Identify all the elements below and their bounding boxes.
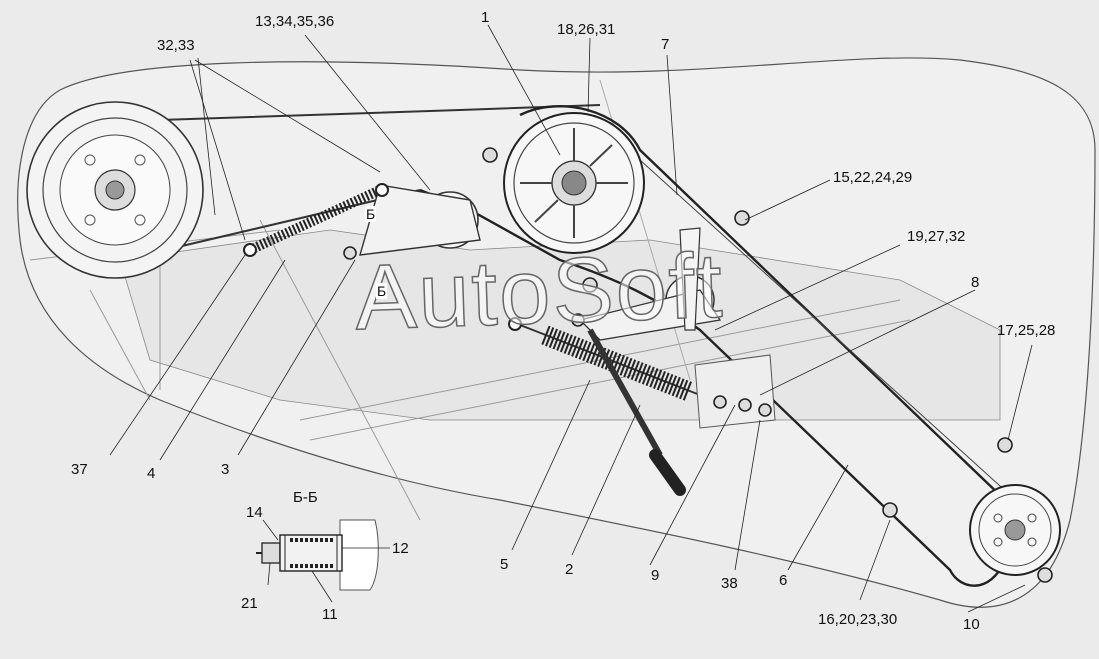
bolt-16 (882, 502, 898, 518)
label-9: 9 (651, 567, 660, 584)
label-15-22-24-29: 15,22,24,29 (833, 169, 913, 186)
label-5: 5 (500, 556, 509, 573)
bolt-15 (734, 210, 750, 226)
section-marker-bottom: Б (376, 283, 388, 299)
bolt-2 (571, 313, 585, 327)
section-view (256, 519, 390, 603)
label-38: 38 (721, 575, 738, 592)
bolt-3 (343, 246, 357, 260)
bracket-38 (694, 354, 776, 429)
belt-main (639, 159, 1011, 496)
bolt-9 (713, 395, 727, 409)
watermark: AutoSoft (353, 234, 727, 350)
tensioner-arm-left (359, 184, 481, 256)
bolt-18 (482, 147, 498, 163)
bolt-9 (738, 398, 752, 412)
label-17-25-28: 17,25,28 (997, 322, 1056, 339)
label-4: 4 (147, 465, 156, 482)
section-marker-top: Б (365, 206, 377, 222)
label-2: 2 (565, 561, 574, 578)
label-21: 21 (241, 595, 258, 612)
label-8: 8 (971, 274, 980, 291)
bolt-10 (1037, 567, 1053, 583)
section-title: Б-Б (293, 489, 318, 506)
label-11: 11 (322, 606, 338, 623)
pulley-37 (26, 101, 204, 279)
lever-7 (679, 227, 701, 331)
label-7: 7 (661, 36, 670, 53)
label-12: 12 (392, 540, 409, 557)
label-32-33: 32,33 (157, 37, 195, 54)
frame-rail (89, 289, 151, 401)
label-14: 14 (246, 504, 263, 521)
pulley-1 (503, 112, 645, 254)
frame-beam (259, 219, 421, 521)
label-19-27-32: 19,27,32 (907, 228, 966, 245)
bolt-9 (758, 403, 772, 417)
label-13-34-35-36: 13,34,35,36 (255, 13, 335, 30)
frame-beam (309, 319, 911, 441)
leader-lines (109, 24, 1033, 613)
bolt-17 (997, 437, 1013, 453)
label-6: 6 (779, 572, 788, 589)
label-10: 10 (963, 616, 980, 633)
label-16-20-23-30: 16,20,23,30 (818, 611, 898, 628)
label-3: 3 (221, 461, 230, 478)
label-1: 1 (481, 9, 490, 26)
spring-4 (243, 183, 389, 257)
bolt-19 (582, 277, 598, 293)
handle-2 (587, 328, 686, 496)
label-37: 37 (71, 461, 88, 478)
label-18-26-31: 18,26,31 (557, 21, 616, 38)
belt-main (519, 104, 1006, 501)
pulley-10 (969, 484, 1061, 576)
